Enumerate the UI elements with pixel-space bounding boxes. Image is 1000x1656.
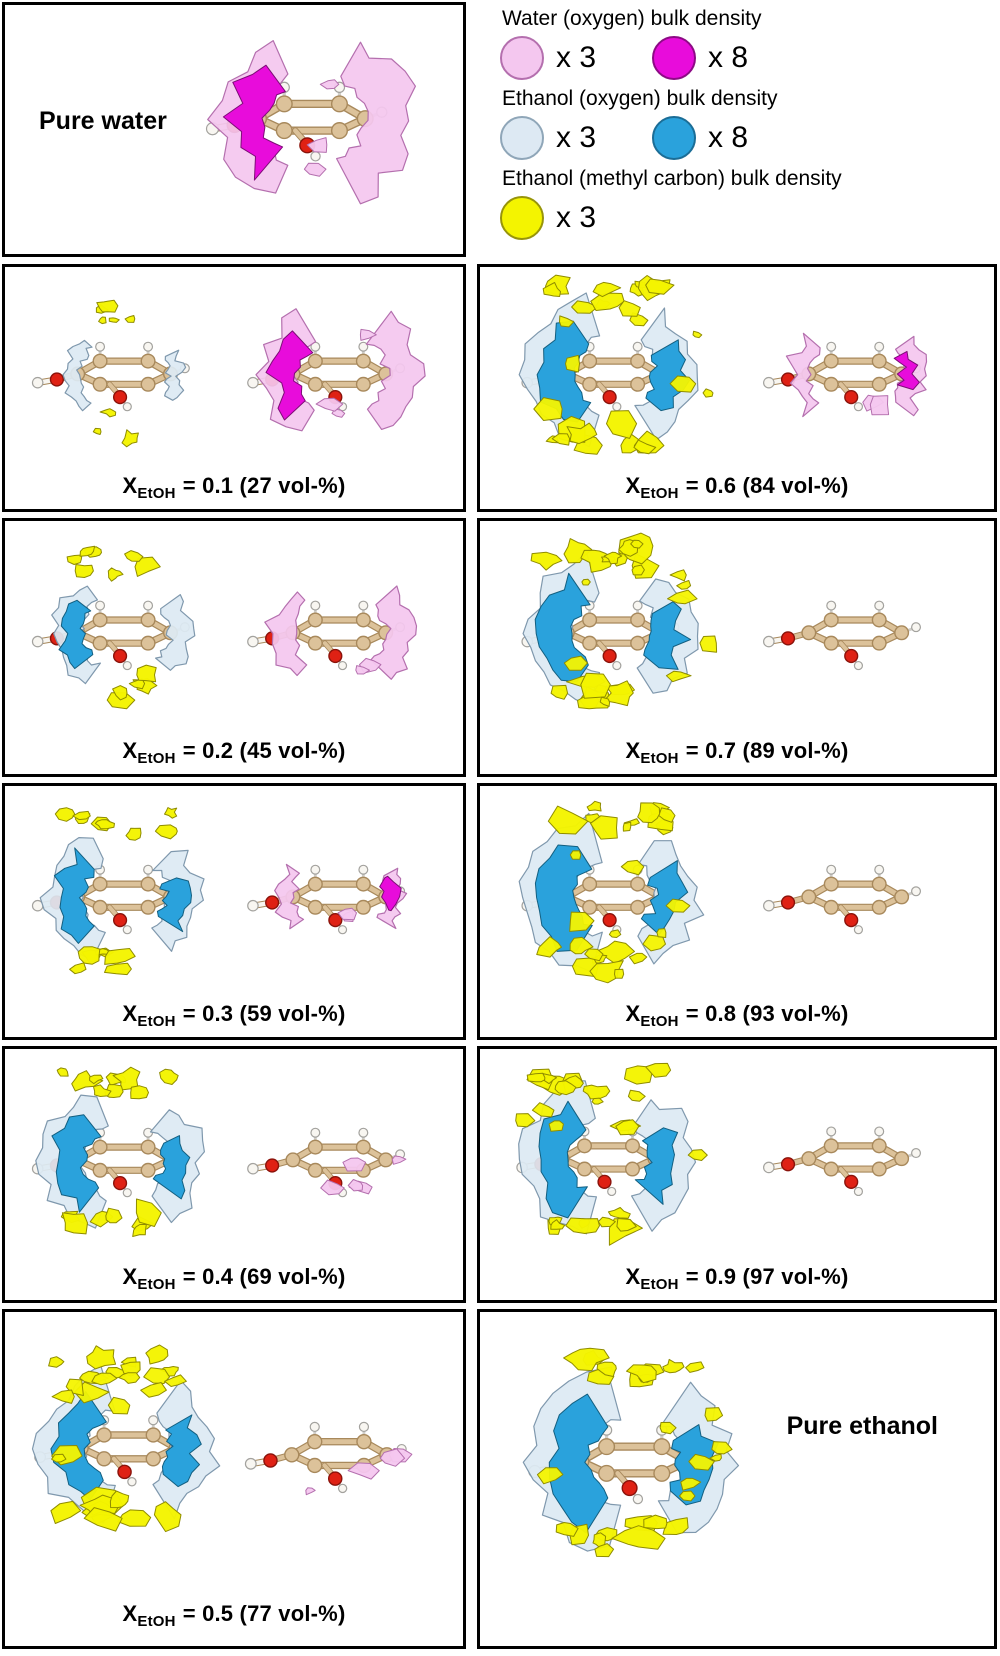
ethanol-methyl-x3-label: x 3 bbox=[556, 201, 597, 234]
water-x8-swatch bbox=[652, 36, 697, 80]
caption-sub: EtOH bbox=[137, 750, 176, 767]
caption-pure-ethanol: Pure ethanol bbox=[786, 1412, 938, 1440]
caption-sub: EtOH bbox=[640, 750, 679, 767]
water-x8-label: x 8 bbox=[708, 41, 749, 74]
caption-value: = 0.1 (27 vol-%) bbox=[182, 472, 346, 498]
caption-sub: EtOH bbox=[137, 1613, 176, 1630]
legend-title-ethanol-methyl: Ethanol (methyl carbon) bulk density bbox=[502, 167, 842, 190]
scene-x-etoh-0-7 bbox=[521, 532, 922, 710]
panel-x-etoh-0-4: XEtOH = 0.4 (69 vol-%) bbox=[2, 1046, 466, 1303]
panel-x-etoh-0-3: XEtOH = 0.3 (59 vol-%) bbox=[2, 783, 466, 1040]
caption-x-etoh-0-2: XEtOH = 0.2 (45 vol-%) bbox=[5, 738, 463, 767]
panel-x-etoh-0-9: XEtOH = 0.9 (97 vol-%) bbox=[477, 1046, 997, 1303]
caption-x-etoh-0-6: XEtOH = 0.6 (84 vol-%) bbox=[480, 473, 994, 502]
water-x3-label: x 3 bbox=[556, 41, 597, 74]
scene-x-etoh-0-6 bbox=[518, 274, 928, 455]
caption-sub: EtOH bbox=[137, 1276, 176, 1293]
scene-x-etoh-0-9 bbox=[515, 1062, 922, 1246]
scene-x-etoh-0-2 bbox=[31, 545, 418, 710]
panel-x-etoh-0-1: XEtOH = 0.1 (27 vol-%) bbox=[2, 264, 466, 512]
caption-x-etoh-0-1: XEtOH = 0.1 (27 vol-%) bbox=[5, 473, 463, 502]
caption-value: = 0.5 (77 vol-%) bbox=[182, 1600, 346, 1626]
caption-sub: EtOH bbox=[640, 1276, 679, 1293]
scene-x-etoh-0-1 bbox=[31, 299, 426, 448]
caption-x: X bbox=[122, 737, 138, 763]
caption-value: = 0.3 (59 vol-%) bbox=[182, 1000, 346, 1026]
scene-pure-water bbox=[205, 40, 416, 205]
caption-value: = 0.2 (45 vol-%) bbox=[182, 737, 346, 763]
legend-title-water-oxygen: Water (oxygen) bulk density bbox=[502, 7, 762, 30]
legend-group-water-oxygen: Water (oxygen) bulk density x 3 x 8 bbox=[500, 7, 996, 80]
caption-value: = 0.9 (97 vol-%) bbox=[685, 1263, 849, 1289]
ethanol-methyl-x3-swatch bbox=[500, 196, 544, 240]
legend-title-ethanol-oxygen: Ethanol (oxygen) bulk density bbox=[502, 87, 778, 110]
caption-x: X bbox=[122, 472, 138, 498]
caption-value: = 0.4 (69 vol-%) bbox=[182, 1263, 346, 1289]
panel-x-etoh-0-6: XEtOH = 0.6 (84 vol-%) bbox=[477, 264, 997, 512]
scene-x-etoh-0-5 bbox=[31, 1344, 413, 1533]
caption-x-etoh-0-3: XEtOH = 0.3 (59 vol-%) bbox=[5, 1001, 463, 1030]
scene-x-etoh-0-4 bbox=[31, 1066, 407, 1237]
caption-sub: EtOH bbox=[640, 485, 679, 502]
caption-x: X bbox=[625, 472, 641, 498]
caption-x: X bbox=[625, 737, 641, 763]
caption-x-etoh-0-9: XEtOH = 0.9 (97 vol-%) bbox=[480, 1264, 994, 1293]
panel-x-etoh-0-8: XEtOH = 0.8 (93 vol-%) bbox=[477, 783, 997, 1040]
legend: Water (oxygen) bulk density x 3 x 8 Etha… bbox=[500, 4, 996, 247]
caption-value: = 0.7 (89 vol-%) bbox=[685, 737, 849, 763]
panel-x-etoh-0-7: XEtOH = 0.7 (89 vol-%) bbox=[477, 518, 997, 777]
caption-x: X bbox=[625, 1000, 641, 1026]
caption-x: X bbox=[625, 1263, 641, 1289]
panel-pure-ethanol: Pure ethanol bbox=[477, 1309, 997, 1649]
legend-group-ethanol-methyl: Ethanol (methyl carbon) bulk density x 3 bbox=[500, 167, 996, 240]
ethanol-oxygen-x3-swatch bbox=[500, 116, 544, 160]
caption-sub: EtOH bbox=[640, 1013, 679, 1030]
caption-x: X bbox=[122, 1000, 138, 1026]
caption-pure-water: Pure water bbox=[39, 107, 167, 135]
panel-x-etoh-0-5: XEtOH = 0.5 (77 vol-%) bbox=[2, 1309, 466, 1649]
caption-x-etoh-0-8: XEtOH = 0.8 (93 vol-%) bbox=[480, 1001, 994, 1030]
caption-x-etoh-0-4: XEtOH = 0.4 (69 vol-%) bbox=[5, 1264, 463, 1293]
scene-pure-ethanol bbox=[522, 1347, 740, 1558]
caption-sub: EtOH bbox=[137, 1013, 176, 1030]
water-x3-swatch bbox=[500, 36, 544, 80]
caption-x-etoh-0-5: XEtOH = 0.5 (77 vol-%) bbox=[5, 1601, 463, 1630]
caption-x-etoh-0-7: XEtOH = 0.7 (89 vol-%) bbox=[480, 738, 994, 767]
scene-x-etoh-0-8 bbox=[518, 800, 922, 984]
caption-sub: EtOH bbox=[137, 485, 176, 502]
caption-x: X bbox=[122, 1263, 138, 1289]
ethanol-oxygen-x8-label: x 8 bbox=[708, 121, 749, 154]
caption-value: = 0.8 (93 vol-%) bbox=[685, 1000, 849, 1026]
caption-value: = 0.6 (84 vol-%) bbox=[685, 472, 849, 498]
scene-x-etoh-0-3 bbox=[31, 807, 408, 976]
ethanol-oxygen-x3-label: x 3 bbox=[556, 121, 597, 154]
caption-x: X bbox=[122, 1600, 138, 1626]
ethanol-oxygen-x8-swatch bbox=[652, 116, 697, 160]
legend-group-ethanol-oxygen: Ethanol (oxygen) bulk density x 3 x 8 bbox=[500, 87, 996, 160]
panel-x-etoh-0-2: XEtOH = 0.2 (45 vol-%) bbox=[2, 518, 466, 777]
panel-pure-water: Pure water bbox=[2, 2, 466, 257]
